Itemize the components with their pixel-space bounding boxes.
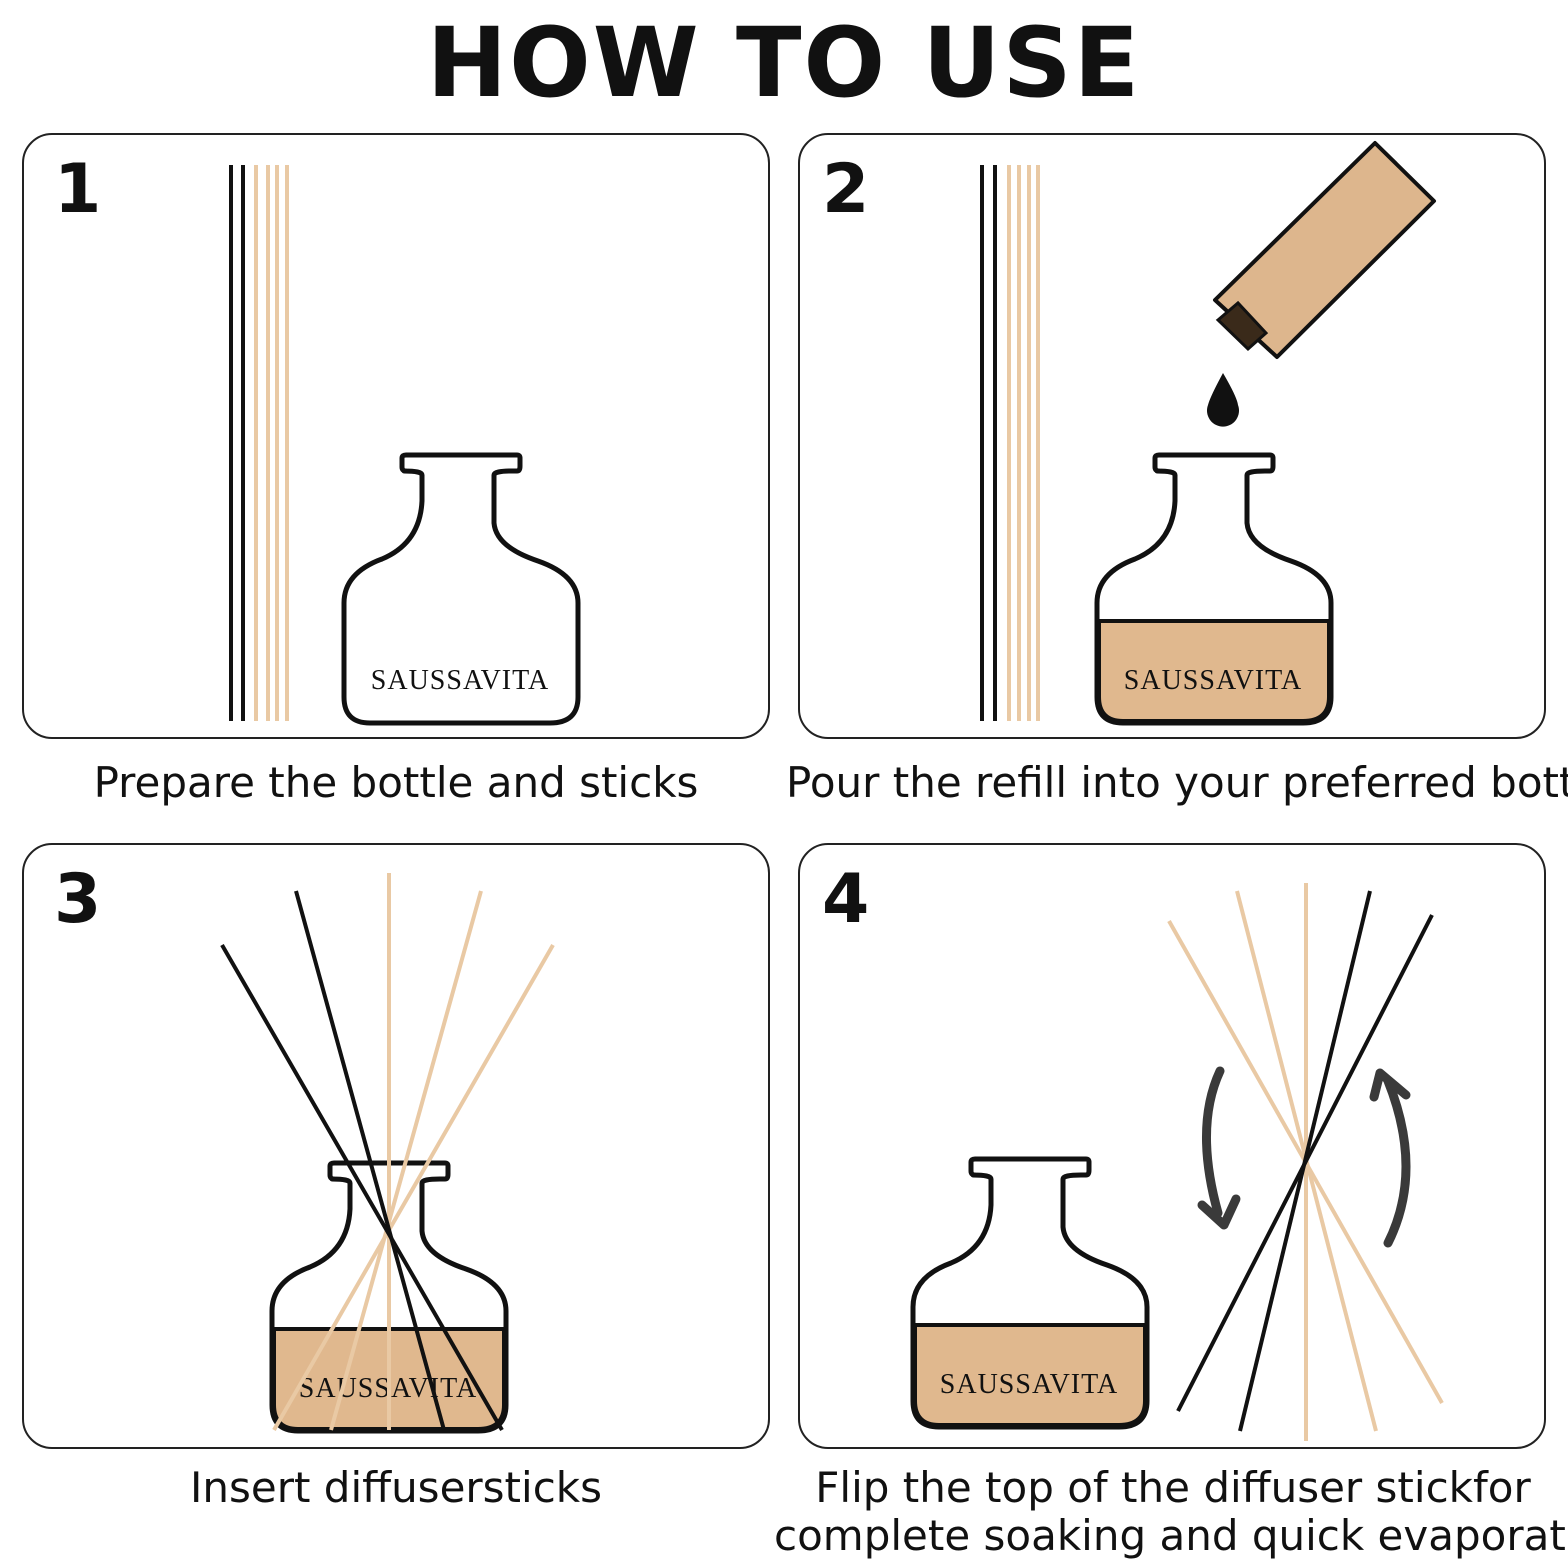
step-1-caption: Prepare the bottle and sticks: [93, 758, 699, 807]
bottle-brand-label: SAUSSAVITA: [371, 665, 549, 696]
step-1-panel: 1 SAUSSAVITA: [22, 133, 770, 739]
reed-sticks-icon: [220, 873, 555, 1431]
page-title: HOW TO USE: [426, 7, 1142, 119]
step-3-caption: Insert diffusersticks: [189, 1463, 602, 1512]
diffuser-bottle-icon: SAUSSAVITA: [1094, 452, 1334, 726]
step-4-caption-line-2: complete soaking and quick evaporation: [774, 1511, 1568, 1560]
reed-sticks-icon: [980, 165, 1040, 721]
step-3-number: 3: [54, 860, 102, 939]
step-2-illustration: SAUSSAVITA: [980, 141, 1436, 726]
bottle-brand-label: SAUSSAVITA: [1124, 665, 1302, 696]
reed-sticks-icon: [229, 165, 289, 721]
step-4-illustration: SAUSSAVITA: [910, 883, 1444, 1441]
reed-sticks-icon: [1167, 883, 1444, 1441]
step-2-panel: 2 SAUSSAVITA: [798, 133, 1546, 739]
drop-icon: [1207, 373, 1239, 427]
refill-bottle-icon: [1213, 141, 1436, 359]
step-4-number: 4: [822, 860, 870, 939]
step-1-illustration: SAUSSAVITA: [229, 165, 581, 726]
step-2-caption: Pour the refill into your preferred bott…: [786, 758, 1568, 807]
step-3-illustration: SAUSSAVITA: [220, 873, 555, 1434]
step-4-panel: 4 SAUSSAVITA: [798, 843, 1546, 1449]
bottle-brand-label: SAUSSAVITA: [940, 1369, 1118, 1400]
step-2-number: 2: [822, 150, 870, 229]
diffuser-bottle-icon: SAUSSAVITA: [910, 1156, 1150, 1430]
step-1-number: 1: [54, 150, 102, 229]
step-3-panel: 3 SAUSSAVITA: [22, 843, 770, 1449]
rotate-arrows-icon: [1197, 1066, 1411, 1248]
diffuser-bottle-icon: SAUSSAVITA: [341, 452, 581, 726]
step-4-caption-line-1: Flip the top of the diffuser stickfor: [815, 1463, 1531, 1512]
